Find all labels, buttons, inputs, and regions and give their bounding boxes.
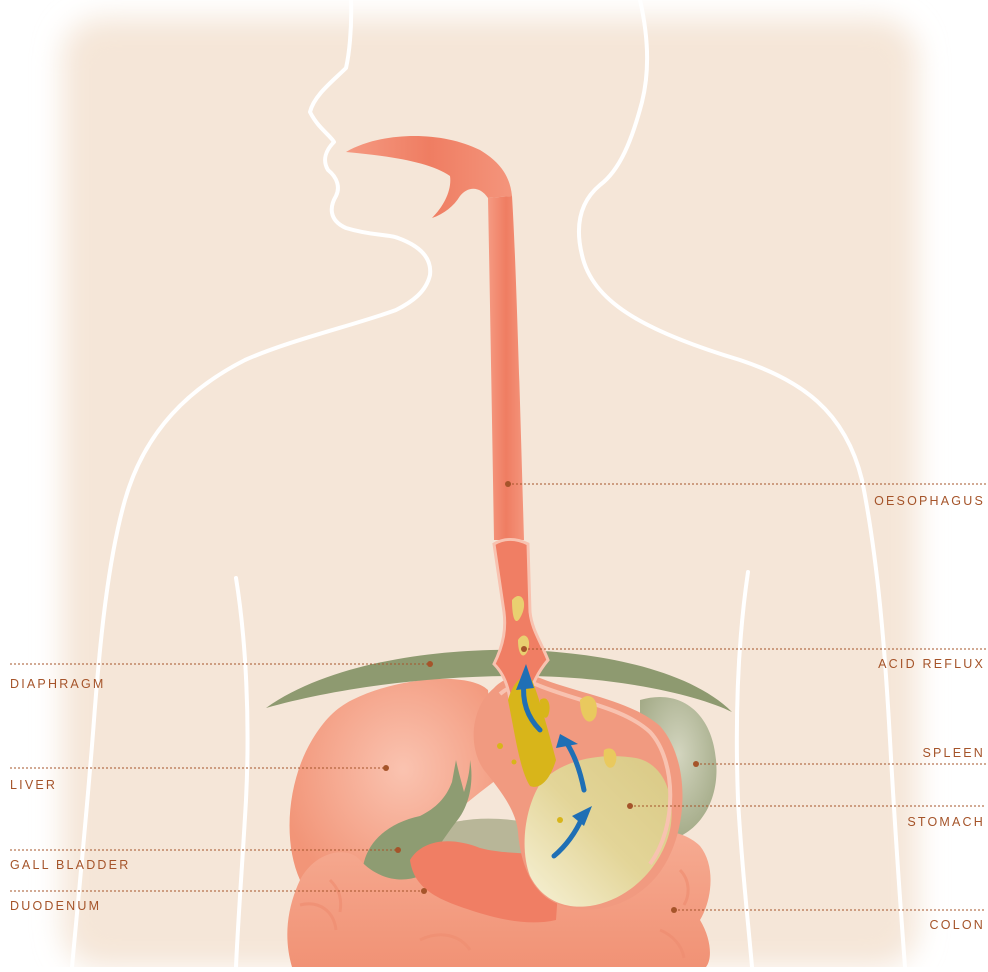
label-oesophagus: OESOPHAGUS [874,494,985,508]
oesophagus-dot [505,481,511,487]
stomach-dot [627,803,633,809]
diaphragm-dot [427,661,433,667]
acid-reflux-dot [521,646,527,652]
label-stomach: STOMACH [907,815,985,829]
gall-bladder-dot [395,847,401,853]
duodenum-dot [421,888,427,894]
liver-dot [383,765,389,771]
label-gall-bladder: GALL BLADDER [10,858,130,872]
label-diaphragm: DIAPHRAGM [10,677,106,691]
label-spleen: SPLEEN [922,746,985,760]
label-acid-reflux: ACID REFLUX [878,657,985,671]
label-duodenum: DUODENUM [10,899,101,913]
colon-dot [671,907,677,913]
spleen-dot [693,761,699,767]
label-colon: COLON [930,918,985,932]
label-liver: LIVER [10,778,57,792]
